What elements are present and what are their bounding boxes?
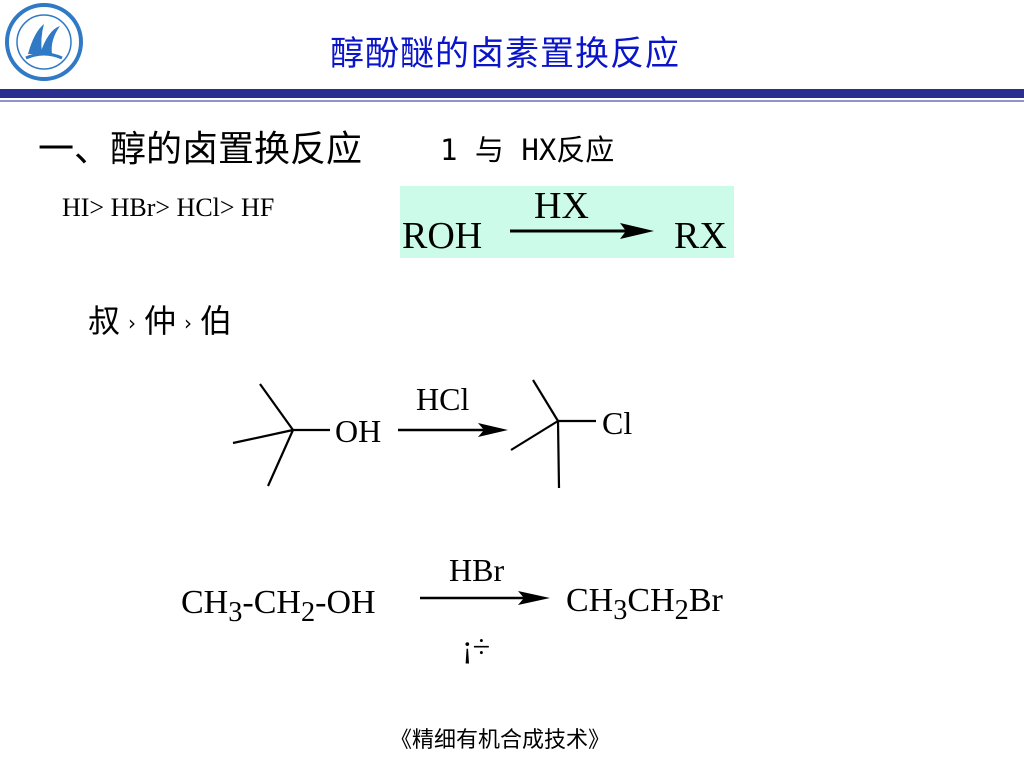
formula-subscript: 2: [674, 594, 689, 626]
order-tertiary: 叔: [88, 302, 121, 340]
tert-butanol-skeleton: [232, 383, 330, 487]
formula-text: CH: [627, 582, 675, 619]
formula-subscript: 3: [613, 594, 628, 626]
reagent-hbr: HBr: [449, 552, 505, 588]
slide-title: 醇酚醚的卤素置换反应: [330, 34, 680, 74]
acid-reactivity-order: HI> HBr> HCl> HF: [62, 193, 275, 222]
section-subheading: 1 与 HX反应: [440, 133, 615, 167]
formula-text: CH: [181, 584, 229, 621]
university-logo: [5, 3, 83, 81]
formula-text: -OH: [315, 584, 376, 621]
tert-butyl-chloride-skeleton: [510, 379, 596, 489]
formula-text: Br: [688, 582, 723, 619]
formula-subscript: 3: [228, 596, 243, 628]
footer-course-name: 《精细有机合成技术》: [390, 728, 611, 753]
reagent-hx: HX: [534, 185, 589, 227]
ethanol-formula: CH3-CH2-OH: [181, 584, 376, 629]
formula-text: CH: [566, 582, 614, 619]
title-divider-thin: [0, 100, 1024, 102]
tertiary-reaction-arrow: [398, 423, 508, 437]
section-heading: 一、醇的卤置换反应: [38, 129, 363, 170]
cl-group-label: Cl: [602, 405, 633, 441]
formula-subscript: 2: [300, 596, 316, 628]
alcohol-reactivity-order: 叔 › 仲 › 伯: [88, 296, 232, 342]
general-reaction-box: ROH HX RX: [400, 185, 734, 258]
reagent-hcl: HCl: [416, 381, 470, 417]
ethyl-reaction-arrow: [420, 591, 550, 605]
order-separator: ›: [184, 311, 193, 335]
order-primary: 伯: [200, 302, 233, 340]
general-reaction-arrow: [510, 223, 654, 239]
formula-text: -CH: [242, 584, 301, 621]
oh-group-label: OH: [335, 413, 382, 449]
order-separator: ›: [128, 311, 137, 335]
reactant-roh: ROH: [402, 215, 483, 257]
product-rx: RX: [674, 215, 727, 257]
reaction-condition: ¡÷: [462, 628, 491, 664]
title-divider: [0, 89, 1024, 98]
order-secondary: 仲: [144, 302, 177, 340]
ethyl-bromide-formula: CH3CH2Br: [566, 582, 723, 627]
